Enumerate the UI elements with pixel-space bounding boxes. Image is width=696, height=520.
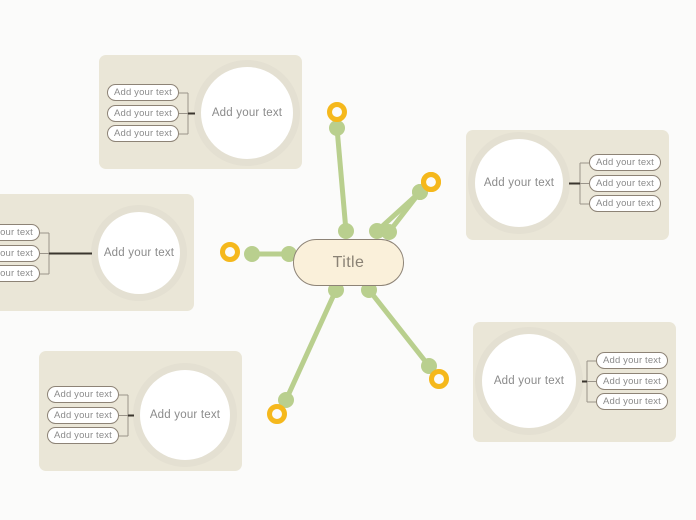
panel-top-right-circle-node[interactable]: Add your text [475,139,563,227]
panel-top-left-item-2[interactable]: Add your text [107,104,179,122]
stem-tip-dot [421,358,437,374]
stem-hub-dot [361,282,377,298]
panel-middle-left-circle-label: Add your text [103,246,175,259]
stem-hub-dot [338,223,354,239]
stem-right [381,172,441,240]
panel-bottom-left-item-2-label: Add your text [54,409,112,421]
panel-bottom-right-item-1[interactable]: Add your text [596,352,668,369]
panel-top-right-item-2[interactable]: Add your text [589,174,661,192]
central-hub-node[interactable]: Title [293,239,404,286]
stem-endpoint-ring[interactable] [429,369,449,389]
panel-bottom-right-item-2[interactable]: Add your text [596,372,668,390]
hub-title: Title [332,253,365,271]
stem-top-left [327,102,354,239]
stem-bottom-left [267,282,344,424]
panel-bottom-right-circle-node[interactable]: Add your text [482,334,576,428]
stem-bottom-right [361,282,449,389]
panel-bottom-right-item-3[interactable]: Add your text [596,393,668,410]
panel-top-left-item-1[interactable]: Add your text [107,84,179,101]
panel-bottom-right-item-2-label: Add your text [603,375,661,387]
panel-bottom-right-item-3-label: Add your text [603,396,661,407]
panel-top-right-item-2-label: Add your text [596,177,654,189]
stem-endpoint-ring[interactable] [220,242,240,262]
stem-hub-dot [369,223,385,239]
panel-bottom-left-item-3-label: Add your text [54,430,112,441]
panel-top-left-item-3[interactable]: Add your text [107,125,179,142]
panel-top-right-circle-label: Add your text [483,176,555,189]
panel-top-left-circle-node[interactable]: Add your text [201,67,293,159]
panel-bottom-left-circle-label: Add your text [149,408,221,421]
panel-top-right-connector [569,162,589,204]
panel-bottom-left-item-1-label: Add your text [54,389,112,400]
panel-bottom-left-item-3[interactable]: Add your text [47,427,119,444]
panel-top-left-circle-label: Add your text [211,106,283,119]
panel-bottom-left-circle-node[interactable]: Add your text [140,370,230,460]
stem-endpoint-ring[interactable] [327,102,347,122]
stem-left [220,242,297,262]
panel-middle-left-item-1-label: Add your text [0,227,33,238]
panel-top-left-item-3-label: Add your text [114,128,172,139]
stem-hub-dot [381,224,397,240]
stem-endpoint-ring[interactable] [267,404,287,424]
stem-top-right [369,172,441,239]
panel-bottom-right-item-1-label: Add your text [603,355,661,366]
stem-tip-dot [244,246,260,262]
stem-tip-dot [278,392,294,408]
panel-middle-left-item-2[interactable]: Add your text [0,244,40,262]
panel-top-right-item-3[interactable]: Add your text [589,195,661,212]
panel-bottom-right-circle-label: Add your text [493,374,565,387]
panel-middle-left-item-3[interactable]: Add your text [0,265,40,282]
panel-top-left-connector [179,92,195,134]
panel-top-left-item-2-label: Add your text [114,107,172,119]
panel-top-right-item-1[interactable]: Add your text [589,154,661,171]
panel-bottom-left-item-1[interactable]: Add your text [47,386,119,403]
stem-hub-dot [328,282,344,298]
panel-middle-left-item-3-label: Add your text [0,268,33,279]
panel-top-left-item-1-label: Add your text [114,87,172,98]
panel-bottom-left-item-2[interactable]: Add your text [47,406,119,424]
panel-middle-left-item-2-label: Add your text [0,247,33,259]
panel-middle-left-circle-node[interactable]: Add your text [98,212,180,294]
panel-top-right-item-1-label: Add your text [596,157,654,168]
stem-endpoint-ring[interactable] [421,172,441,192]
panel-middle-left-connector [40,232,92,274]
panel-middle-left-item-1[interactable]: Add your text [0,224,40,241]
stem-tip-dot [329,120,345,136]
panel-bottom-left-connector [119,394,134,436]
panel-bottom-right-connector [582,360,596,402]
panel-top-right-item-3-label: Add your text [596,198,654,209]
